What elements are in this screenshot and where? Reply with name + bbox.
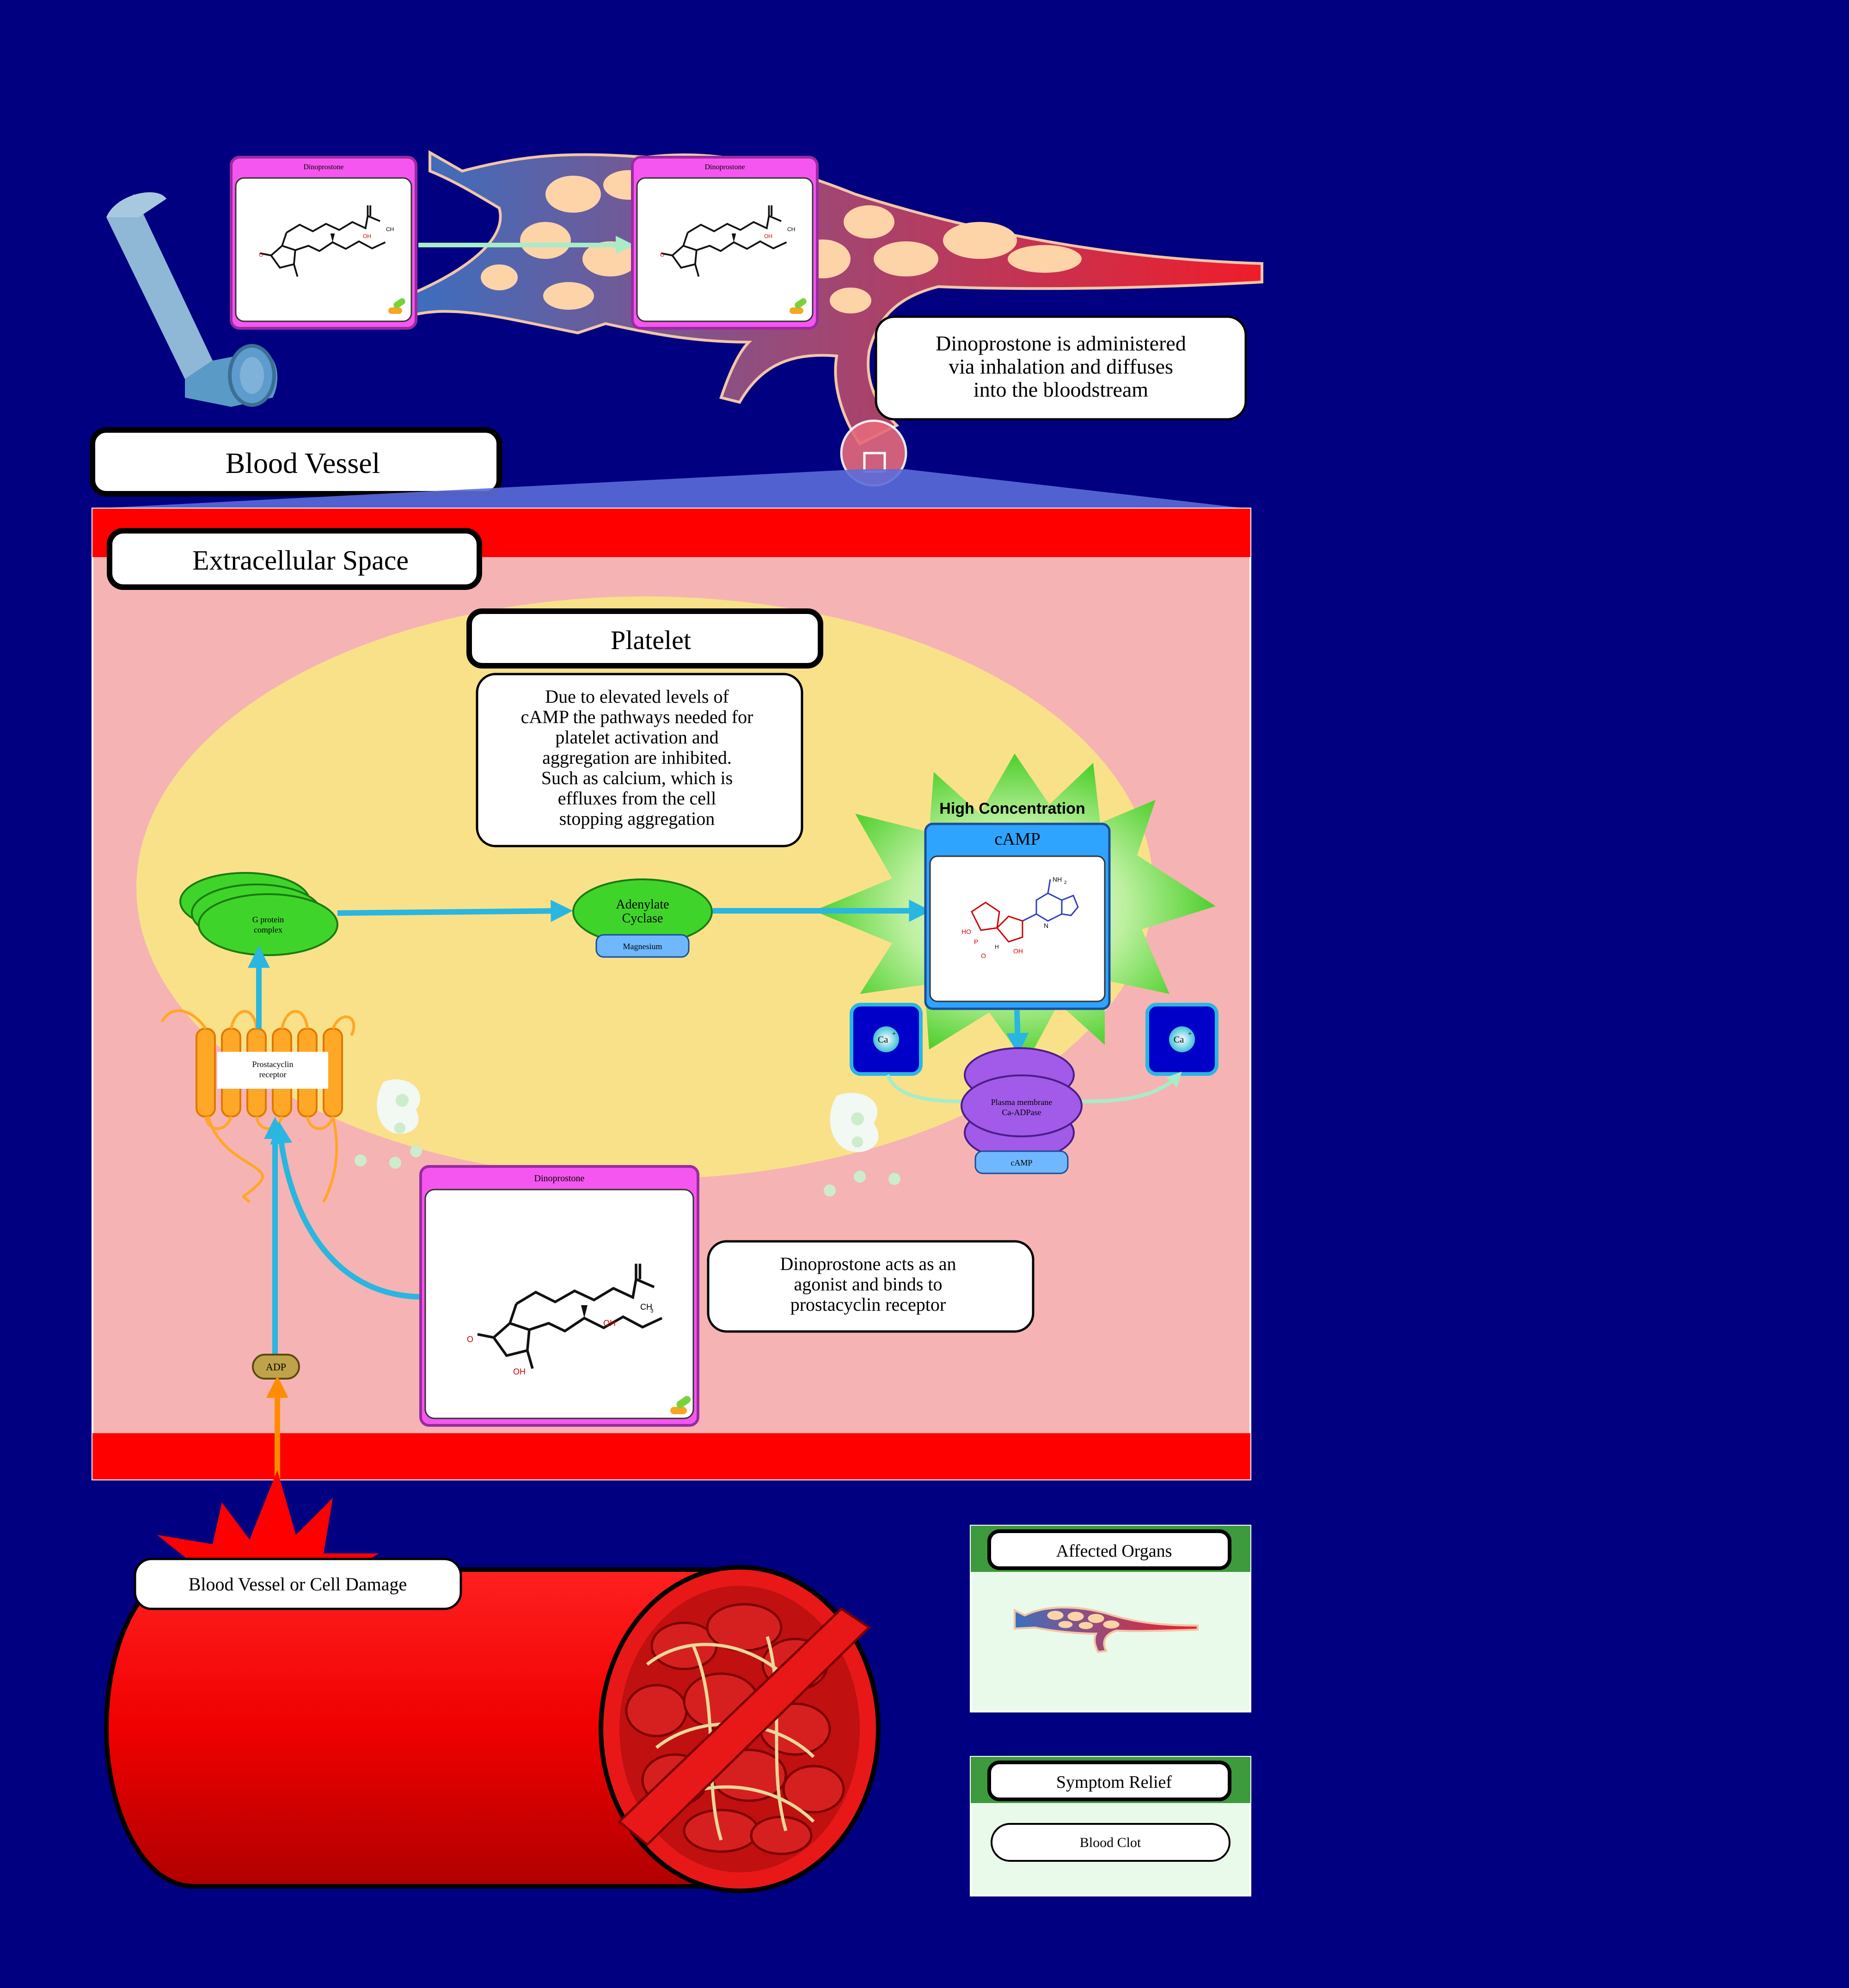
svg-text:CH: CH [787, 226, 795, 233]
drug-card-bloodstream[interactable]: Dinoprostone OH CH O [631, 156, 819, 330]
svg-text:Affected Organs: Affected Organs [1056, 1541, 1172, 1561]
magnesium-cofactor [595, 934, 690, 958]
drug-card-inhaler[interactable]: Dinoprostone OH CH O [230, 156, 417, 330]
svg-text:Ca: Ca [878, 1035, 888, 1045]
blood-vessel-title: Blood Vessel [90, 427, 502, 497]
svg-text:O: O [467, 1335, 473, 1344]
svg-text:Extracellular Space: Extracellular Space [192, 545, 409, 576]
svg-text:OH: OH [513, 1367, 526, 1376]
ca-ion-right[interactable]: Ca + [1145, 1003, 1218, 1076]
svg-text:Blood Vessel or Cell Damage: Blood Vessel or Cell Damage [189, 1574, 407, 1595]
granule-release-left [355, 1079, 422, 1169]
svg-text:ADP: ADP [266, 1361, 286, 1373]
svg-text:complex: complex [254, 925, 282, 934]
extracellular-title: Extracellular Space [107, 528, 482, 590]
svg-text:OH: OH [603, 1319, 616, 1328]
callout-camp-effect: Due to elevated levels of cAMP the pathw… [476, 673, 803, 847]
drug-card-agonist[interactable]: Dinoprostone OH CH 3 O OH [419, 1165, 699, 1427]
camp-structure: NH 2 HO OH H P O N [961, 876, 1079, 959]
arrow-gprotein-to-cyclase [337, 900, 573, 922]
svg-text:+: + [1188, 1030, 1192, 1038]
svg-text:Blood Vessel: Blood Vessel [226, 447, 380, 479]
svg-text:Adenylate: Adenylate [616, 897, 669, 912]
svg-text:cAMP the pathways needed for: cAMP the pathways needed for [521, 706, 753, 727]
pill-icon [670, 1396, 691, 1414]
svg-text:O: O [259, 252, 263, 258]
svg-text:H: H [995, 944, 999, 950]
plasma-membrane-ca-atpase[interactable]: Plasma membrane Ca-ADPase cAMP [961, 1047, 1083, 1174]
g-protein-complex[interactable]: G protein complex [179, 872, 338, 956]
damage-callout: Blood Vessel or Cell Damage [134, 1558, 462, 1610]
drug-card-title: Dinoprostone [704, 163, 745, 171]
svg-text:Ca: Ca [1174, 1035, 1184, 1045]
svg-text:Magnesium: Magnesium [623, 942, 662, 951]
svg-text:OH: OH [1013, 947, 1023, 955]
granule-release-right [824, 1092, 900, 1196]
svg-text:stopping aggregation: stopping aggregation [559, 808, 715, 829]
svg-text:into the bloodstream: into the bloodstream [973, 378, 1148, 401]
adp-molecule[interactable]: ADP [252, 1354, 300, 1380]
svg-text:agonist and binds to: agonist and binds to [794, 1274, 942, 1295]
svg-text:CH: CH [386, 226, 394, 233]
pill-icon [790, 298, 807, 314]
svg-text:aggregation are inhibited.: aggregation are inhibited. [542, 747, 732, 768]
red-blood-cells [625, 1603, 845, 1855]
platelet-title: Platelet [466, 608, 823, 669]
svg-text:OH: OH [363, 233, 371, 239]
svg-text:HO: HO [961, 928, 971, 935]
pill-icon [388, 298, 405, 314]
arrow-camp-to-pmca [1006, 1010, 1029, 1055]
svg-text:OH: OH [764, 233, 772, 239]
svg-text:via inhalation and diffuses: via inhalation and diffuses [949, 355, 1173, 378]
svg-text:Blood Clot: Blood Clot [1080, 1835, 1141, 1850]
svg-text:O: O [660, 252, 664, 258]
svg-text:Dinoprostone is administered: Dinoprostone is administered [936, 331, 1186, 355]
symptom-relief-panel: Symptom Relief Blood Clot [970, 1756, 1251, 1896]
svg-text:cAMP: cAMP [994, 829, 1040, 849]
svg-text:+: + [892, 1030, 896, 1038]
svg-text:NH: NH [1053, 876, 1062, 883]
arrow-drug-to-receptor [270, 1121, 420, 1300]
svg-text:effluxes from the cell: effluxes from the cell [558, 788, 716, 809]
svg-text:prostacyclin receptor: prostacyclin receptor [790, 1294, 946, 1315]
blood-vessel-tube [104, 1565, 881, 1893]
svg-text:N: N [1044, 922, 1048, 929]
inhaler-icon [106, 192, 277, 407]
svg-text:CH: CH [640, 1302, 652, 1312]
svg-text:G protein: G protein [252, 915, 284, 924]
affected-organs-panel: Affected Organs [970, 1525, 1251, 1712]
ca-ion-left[interactable]: Ca + [850, 1003, 923, 1076]
svg-text:2: 2 [1064, 880, 1067, 885]
symptom-item-blood-clot[interactable]: Blood Clot [991, 1823, 1231, 1862]
adenylate-cyclase[interactable]: Adenylate Cyclase Magnesium [572, 878, 713, 958]
callout-inhalation: Dinoprostone is administered via inhalat… [875, 315, 1247, 421]
svg-text:platelet activation and: platelet activation and [555, 727, 718, 748]
svg-text:Ca-ADPase: Ca-ADPase [1002, 1108, 1041, 1117]
svg-text:receptor: receptor [259, 1070, 287, 1079]
svg-text:Symptom Relief: Symptom Relief [1056, 1773, 1172, 1792]
lung-vessel-icon [1013, 1606, 1199, 1653]
svg-text:3: 3 [650, 1307, 654, 1314]
prostacyclin-receptor[interactable]: Prostacyclin receptor [160, 1009, 355, 1203]
drug-card-title: Dinoprostone [303, 163, 343, 171]
svg-text:Due to elevated levels of: Due to elevated levels of [545, 686, 729, 707]
svg-text:O: O [981, 952, 986, 959]
svg-text:Such as calcium, which is: Such as calcium, which is [541, 767, 733, 788]
svg-text:cAMP: cAMP [1010, 1158, 1032, 1167]
svg-text:Plasma membrane: Plasma membrane [991, 1098, 1052, 1107]
svg-text:P: P [974, 938, 978, 945]
callout-agonist: Dinoprostone acts as an agonist and bind… [707, 1240, 1035, 1333]
high-concentration-label: High Concentration [939, 800, 1085, 817]
svg-text:Cyclase: Cyclase [622, 911, 663, 926]
camp-card[interactable]: cAMP NH 2 HO OH H P O N [924, 822, 1111, 1010]
svg-text:Dinoprostone acts as an: Dinoprostone acts as an [780, 1253, 956, 1274]
svg-text:Platelet: Platelet [611, 625, 691, 655]
svg-text:Prostacyclin: Prostacyclin [252, 1060, 294, 1069]
zoom-funnel [92, 469, 1248, 509]
drug-card-title: Dinoprostone [534, 1173, 585, 1184]
